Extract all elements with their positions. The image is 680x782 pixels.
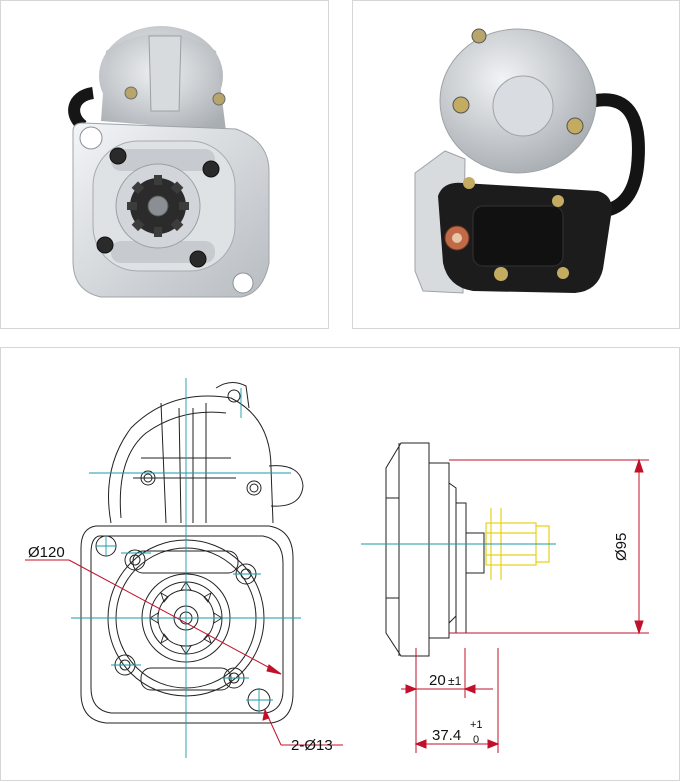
side-view [385,442,485,657]
technical-drawing: Ø120 2-Ø13 [25,378,649,758]
front-dimensions [25,559,343,746]
side-dimensions [401,458,649,753]
dim-37-value: 37.4 [432,727,461,744]
photo-rear-panel [352,0,680,329]
dim-20-tolerance: ±1 [448,674,462,688]
dim-holes-label: 2-Ø13 [291,737,333,754]
dim-20-value: 20 [429,672,446,689]
dim-diameter-120-label: Ø120 [28,544,65,561]
dim-37-tolerance-upper: +1 [470,719,483,731]
photo-front-panel [0,0,329,329]
dim-diameter-95-label: Ø95 [613,533,630,561]
dim-37-tolerance-lower: 0 [473,734,479,746]
starter-front-photo [68,26,270,298]
technical-drawing-panel: Ø120 2-Ø13 [0,347,680,781]
front-centerlines [71,378,301,758]
starter-rear-photo [414,28,645,294]
